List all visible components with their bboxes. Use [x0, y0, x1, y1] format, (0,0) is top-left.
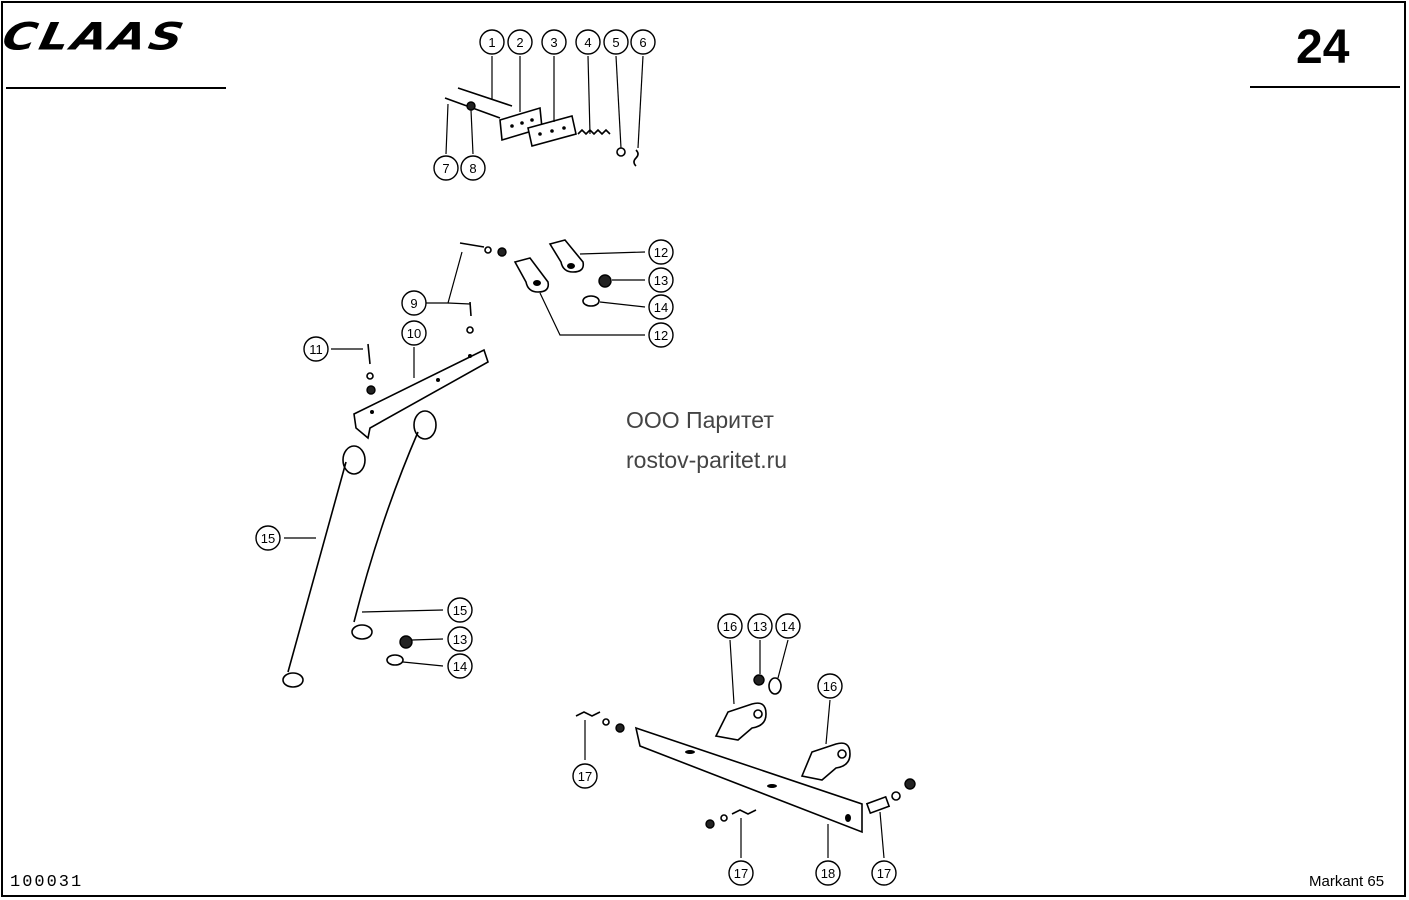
part-tab-plate-upper: [548, 239, 585, 273]
callout-c15b: 15: [447, 597, 473, 623]
callout-c7: 7: [433, 155, 459, 181]
part-cable-loop-left: [342, 445, 366, 475]
part-bolt-bottom: [865, 795, 891, 815]
part-cable-left: [287, 461, 347, 673]
callout-c15a: 15: [255, 525, 281, 551]
callout-c11: 11: [303, 336, 329, 362]
callout-c10: 10: [401, 320, 427, 346]
callout-label: 16: [823, 679, 837, 694]
callout-c14c: 14: [775, 613, 801, 639]
assembly-hinge-clip: [444, 55, 644, 167]
callout-label: 16: [723, 619, 737, 634]
callout-c8: 8: [460, 155, 486, 181]
callout-c12b: 12: [648, 322, 674, 348]
callout-label: 1: [488, 35, 495, 50]
callout-label: 4: [584, 35, 591, 50]
callout-c5: 5: [603, 29, 629, 55]
assembly-cable-bracket: [282, 239, 646, 688]
brand-underline: [6, 87, 226, 89]
callout-c13c: 13: [747, 613, 773, 639]
part-eye-bracket-right: [800, 742, 851, 781]
part-pin-long: [457, 87, 513, 107]
watermark-url: rostov-paritet.ru: [626, 447, 788, 473]
callout-c2: 2: [507, 29, 533, 55]
callout-label: 7: [442, 161, 449, 176]
part-washer-small: [616, 147, 626, 157]
callout-label: 14: [654, 300, 668, 315]
callout-label: 5: [612, 35, 619, 50]
watermark: ООО Паритет rostov-paritet.ru: [626, 400, 856, 480]
callout-label: 13: [453, 632, 467, 647]
callout-label: 6: [639, 35, 646, 50]
callout-label: 11: [309, 342, 323, 357]
callout-label: 12: [654, 245, 668, 260]
part-cable-right: [353, 431, 419, 623]
callout-c1: 1: [479, 29, 505, 55]
part-nut-c: [753, 674, 765, 686]
part-bolt-long: [459, 242, 485, 248]
part-lock-washer-b: [386, 654, 404, 666]
callout-label: 14: [453, 659, 467, 674]
callout-label: 17: [734, 866, 748, 881]
callout-label: 15: [453, 603, 467, 618]
callout-c14a: 14: [648, 294, 674, 320]
callout-label: 17: [578, 769, 592, 784]
machine-model: Markant 65: [1309, 873, 1385, 890]
callout-label: 9: [410, 296, 417, 311]
callout-c16a: 16: [717, 613, 743, 639]
callout-c17b: 17: [728, 860, 754, 886]
callout-label: 8: [469, 161, 476, 176]
callout-label: 12: [654, 328, 668, 343]
part-clip-mid: [731, 809, 757, 815]
callout-label: 2: [516, 35, 523, 50]
callout-c16b: 16: [817, 673, 843, 699]
watermark-company: ООО Паритет: [626, 407, 774, 433]
part-nut: [598, 274, 612, 288]
part-spring: [577, 128, 611, 136]
part-lock-washer-c: [768, 677, 782, 695]
callout-label: 15: [261, 531, 275, 546]
callout-label: 3: [550, 35, 557, 50]
part-eye-bracket-left: [714, 702, 767, 741]
callout-c13b: 13: [447, 626, 473, 652]
callout-label: 13: [753, 619, 767, 634]
part-angle-bracket: [353, 348, 489, 440]
callout-c6: 6: [630, 29, 656, 55]
part-bolt-short: [469, 301, 472, 317]
part-cotter-pin: [633, 149, 639, 167]
part-cable-loop-right: [413, 410, 437, 440]
callout-label: 14: [781, 619, 795, 634]
callout-c14b: 14: [447, 653, 473, 679]
part-lock-washer: [582, 295, 600, 307]
callout-c17c: 17: [871, 860, 897, 886]
part-clip-left: [575, 711, 601, 717]
part-flat-bar: [634, 726, 863, 834]
page-number: 24: [1296, 21, 1350, 74]
callout-c18: 18: [815, 860, 841, 886]
callout-label: 13: [654, 273, 668, 288]
callout-c17a: 17: [572, 763, 598, 789]
document-code: 100031: [10, 873, 84, 892]
part-nut-b: [399, 635, 413, 649]
callout-label: 17: [877, 866, 891, 881]
callout-c12a: 12: [648, 239, 674, 265]
part-bolt-11: [367, 343, 371, 365]
part-washer: [466, 101, 476, 111]
callout-label: 10: [407, 326, 421, 341]
callout-c3: 3: [541, 29, 567, 55]
assembly-bottom-bar: [575, 639, 916, 859]
callout-c9: 9: [401, 290, 427, 316]
page-number-underline: [1250, 86, 1400, 88]
callout-c4: 4: [575, 29, 601, 55]
part-tab-plate-lower: [513, 257, 550, 293]
callout-c13a: 13: [648, 267, 674, 293]
callout-label: 18: [821, 866, 835, 881]
